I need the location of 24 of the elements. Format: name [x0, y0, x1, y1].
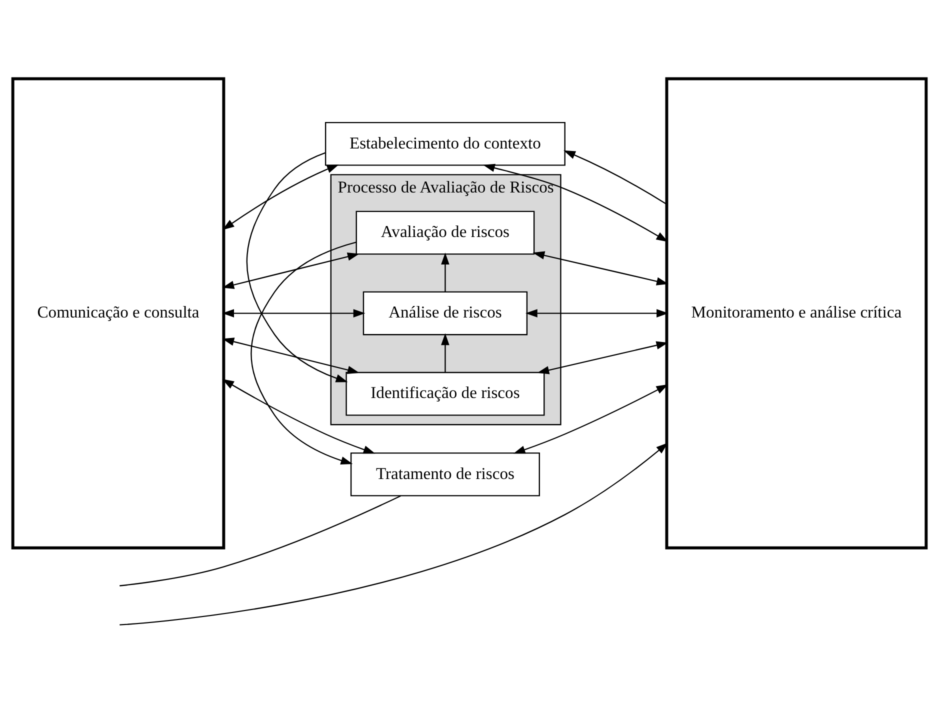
arrow [532, 251, 668, 286]
node-box: Identificação de riscos [346, 372, 545, 416]
arrow [250, 242, 356, 464]
arrow [222, 338, 360, 374]
arrow [537, 341, 668, 374]
arrow [564, 150, 667, 205]
arrow [441, 252, 450, 292]
arrow [222, 309, 366, 318]
arrow [120, 442, 668, 626]
node-box: Comunicação e consulta [11, 77, 226, 550]
arrow [222, 379, 376, 454]
node-box: Estabelecimento do contexto [324, 122, 566, 166]
arrow [222, 252, 360, 289]
arrow [222, 164, 339, 230]
arrow [246, 152, 348, 382]
arrow [513, 384, 668, 454]
connector [120, 495, 401, 586]
node-box: Tratamento de riscos [350, 452, 540, 496]
node-box: Monitoramento e análise crítica [665, 77, 928, 550]
arrow [441, 333, 450, 372]
arrow [526, 309, 668, 318]
arrow [483, 164, 668, 242]
node-box: Avaliação de riscos [356, 210, 535, 255]
node-box: Análise de riscos [362, 291, 528, 336]
